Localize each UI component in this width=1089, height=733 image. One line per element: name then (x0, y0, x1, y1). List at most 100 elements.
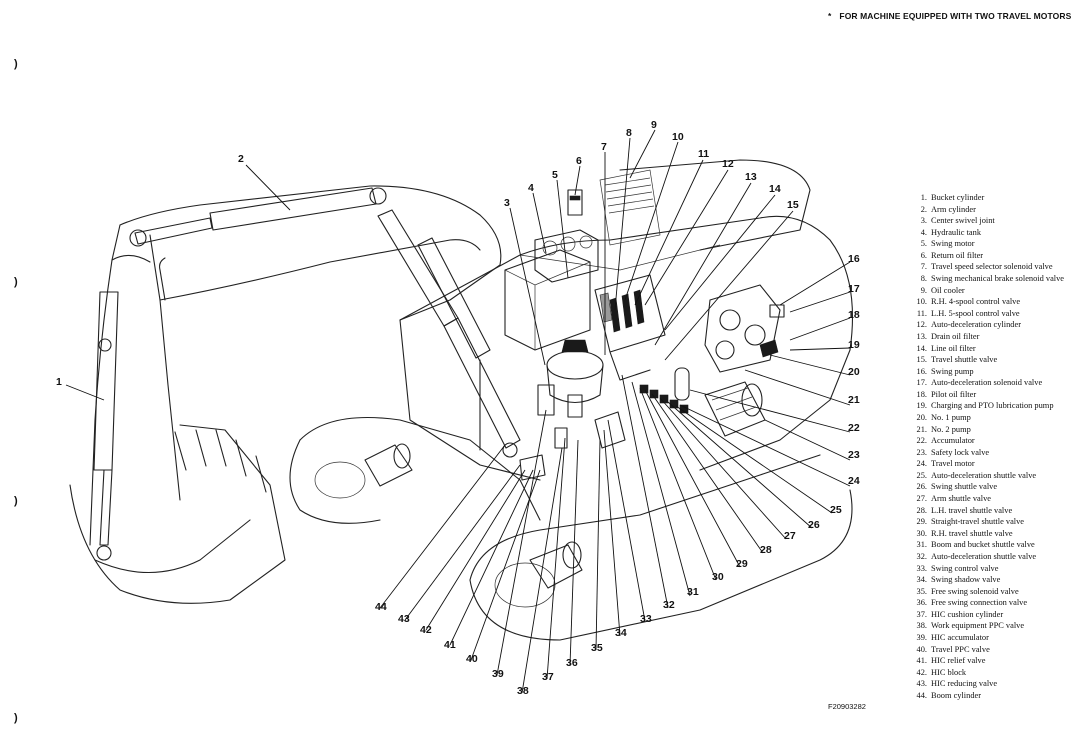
legend-label: R.H. 4-spool control valve (931, 297, 1021, 307)
legend-item: 13.Drain oil filter (905, 331, 1064, 343)
legend-label: Accumulator (931, 436, 975, 446)
legend-label: HIC block (931, 667, 967, 677)
margin-mark: ) (14, 712, 18, 724)
callout: 31 (687, 586, 699, 598)
bucket-cylinder (93, 291, 119, 561)
legend-label: HIC accumulator (931, 632, 989, 642)
callout: 15 (787, 199, 799, 211)
legend-label: L.H. travel shuttle valve (931, 505, 1013, 515)
legend-number: 32. (916, 551, 927, 561)
legend-number: 14. (916, 343, 927, 353)
legend-item: 29. Straight-travel shuttle valve (905, 516, 1064, 528)
callout: 5 (552, 169, 558, 181)
legend-item: 38.Work equipment PPC valve (905, 620, 1064, 632)
callout: 19 (848, 339, 860, 351)
legend-item: 14.Line oil filter (905, 343, 1064, 355)
legend-item: 6.Return oil filter (905, 250, 1064, 262)
legend-item: 33.Swing control valve (905, 563, 1064, 575)
legend-number: 41. (916, 656, 927, 666)
legend-number: 26. (916, 482, 927, 492)
legend-number: 23. (916, 447, 927, 457)
return-oil-filter (567, 189, 583, 216)
legend-label: Return oil filter (931, 250, 984, 260)
figure-code: F20903282 (828, 702, 866, 711)
callout: 12 (722, 158, 734, 170)
legend-label: HIC relief valve (931, 656, 986, 666)
callout: 22 (848, 422, 860, 434)
legend-label: HIC cushion cylinder (931, 609, 1004, 619)
component-legend: 1.Bucket cylinder 2.Arm cylinder 3.Cente… (905, 192, 1065, 701)
callout: 13 (745, 171, 757, 183)
legend-item: 19. Charging and PTO lubrication pump (905, 400, 1064, 412)
legend-label: Straight-travel shuttle valve (931, 517, 1025, 527)
legend-number: 38. (916, 621, 927, 631)
legend-label: Hydraulic tank (931, 227, 982, 237)
legend-number: 33. (916, 563, 927, 573)
legend-number: 40. (916, 644, 927, 654)
legend-number: 5. (920, 239, 927, 249)
legend-number: 35. (916, 586, 927, 596)
margin-mark: ) (14, 276, 18, 288)
callout: 26 (808, 519, 820, 531)
legend-number: 27. (916, 494, 927, 504)
callout: 3 (504, 197, 510, 209)
legend-item: 2. Arm cylinder (905, 204, 1064, 216)
legend-item: 43.HIC reducing valve (905, 678, 1064, 690)
legend-number: 19. (916, 401, 927, 411)
legend-item: 30.R.H. travel shuttle valve (905, 528, 1064, 540)
legend-number: 17. (916, 378, 927, 388)
callout: 25 (830, 504, 842, 516)
legend-number: 15. (916, 355, 927, 365)
legend-number: 9. (920, 285, 927, 295)
legend-label: R.H. travel shuttle valve (931, 528, 1013, 538)
callout: 28 (760, 544, 772, 556)
legend-label: Boom cylinder (931, 690, 982, 700)
legend-label: Swing shuttle valve (931, 482, 998, 492)
legend-label: Charging and PTO lubrication pump (931, 401, 1054, 411)
legend-number: 12. (916, 320, 927, 330)
legend-number: 25. (916, 470, 927, 480)
callout-labels: 1 2 3 4 5 6 7 8 9 10 11 12 13 14 15 16 1… (56, 119, 860, 697)
callout: 11 (698, 148, 709, 160)
callout: 21 (848, 394, 860, 406)
legend-number: 42. (916, 667, 927, 677)
pump-assembly (704, 284, 785, 373)
legend-number: 34. (916, 575, 927, 585)
callout: 20 (848, 366, 860, 378)
legend-number: 2. (920, 204, 927, 214)
legend-item: 8.Swing mechanical brake solenoid valve (905, 273, 1064, 285)
legend-item: 7.Travel speed selector solenoid valve (905, 261, 1064, 273)
callout: 24 (848, 475, 860, 487)
legend-number: 44. (916, 690, 927, 700)
note-asterisk: * (828, 11, 832, 21)
legend-label: Pilot oil filter (931, 389, 977, 399)
legend-number: 31. (916, 540, 927, 550)
legend-item: 15.Travel shuttle valve (905, 354, 1064, 366)
legend-label: Swing mechanical brake solenoid valve (931, 274, 1065, 284)
legend-item: 37.HIC cushion cylinder (905, 609, 1064, 621)
callout: 38 (517, 685, 529, 697)
legend-item: 42. HIC block (905, 667, 1064, 679)
legend-label: Free swing connection valve (931, 598, 1028, 608)
callout: 7 (601, 141, 607, 153)
legend-item: 4.Hydraulic tank (905, 227, 1064, 239)
travel-motor-right (529, 541, 583, 589)
legend-label: Auto-deceleration cylinder (931, 320, 1021, 330)
legend-item: 25.Auto-deceleration shuttle valve (905, 470, 1064, 482)
callout: 33 (640, 613, 652, 625)
legend-label: Boom and bucket shuttle valve (931, 540, 1035, 550)
legend-label: Auto-deceleration solenoid valve (931, 378, 1043, 388)
callout: 32 (663, 599, 675, 611)
legend-item: 12. Auto-deceleration cylinder (905, 319, 1064, 331)
legend-label: Arm cylinder (931, 204, 976, 214)
legend-number: 29. (916, 517, 927, 527)
legend-item: 21.No. 2 pump (905, 424, 1064, 436)
equipment-note: *FOR MACHINE EQUIPPED WITH TWO TRAVEL MO… (828, 11, 1071, 21)
callout: 40 (466, 653, 478, 665)
legend-item: 9.Oil cooler (905, 285, 1064, 297)
margin-mark: ) (14, 495, 18, 507)
callout: 29 (736, 558, 748, 570)
legend-item: 26. Swing shuttle valve (905, 481, 1064, 493)
legend-number: 16. (916, 366, 927, 376)
